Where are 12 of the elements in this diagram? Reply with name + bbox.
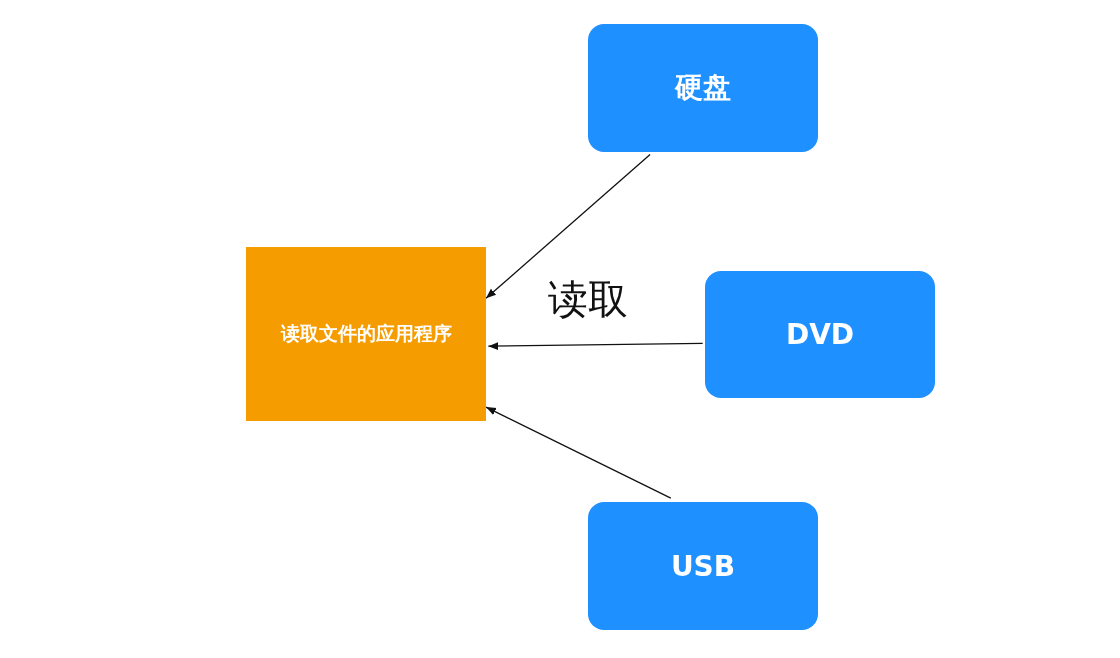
node-label: 硬盘 [675, 70, 731, 106]
storage-box [588, 24, 818, 152]
arrow [487, 342, 704, 351]
application-box [246, 247, 486, 421]
storage-box [705, 271, 935, 398]
arrow [485, 406, 672, 499]
node-label: DVD [785, 318, 855, 351]
node-label: 读取文件的应用程序 [280, 321, 452, 346]
arrow-caption: 读取 [548, 275, 628, 324]
node-label: USB [670, 549, 736, 583]
storage-box [588, 502, 818, 630]
arrow [485, 153, 651, 299]
